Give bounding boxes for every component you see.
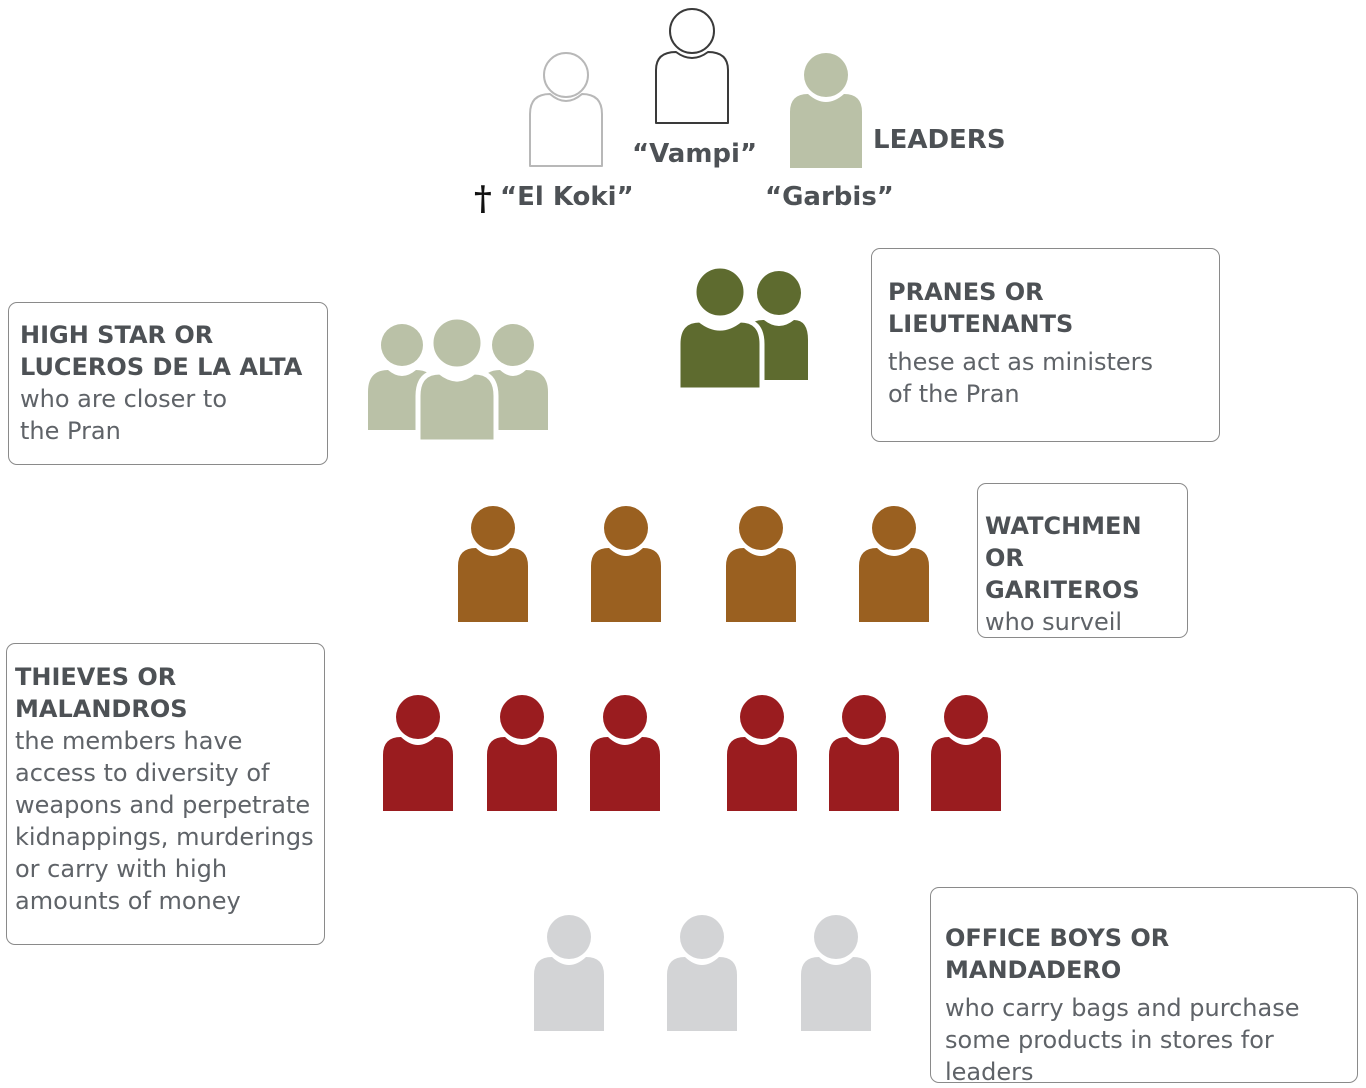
desc-line: kidnappings, murderings <box>15 823 314 851</box>
desc-line: of the Pran <box>888 380 1020 408</box>
vampi-name: “Vampi” <box>632 139 758 169</box>
thief-person-icon <box>487 695 557 811</box>
watchman-person-icon <box>726 506 796 622</box>
high-star-title: HIGH STAR OR LUCEROS DE LA ALTA <box>20 319 317 383</box>
office-boys-box: OFFICE BOYS OR MANDADERO who carry bags … <box>930 887 1358 1086</box>
el-koki-person-icon <box>529 52 603 167</box>
title-line: LUCEROS DE LA ALTA <box>20 353 303 381</box>
garbis-person-icon <box>790 53 862 168</box>
desc-line: these act as ministers <box>888 348 1154 376</box>
desc-line: weapons and perpetrate <box>15 791 311 819</box>
desc-line: the Pran <box>20 417 121 445</box>
thief-person-icon <box>829 695 899 811</box>
leaders-heading: LEADERS <box>873 125 1006 155</box>
thieves-title: THIEVES OR MALANDROS <box>15 661 318 725</box>
title-line: HIGH STAR OR <box>20 321 214 349</box>
thief-person-icon <box>931 695 1001 811</box>
thief-person-icon <box>590 695 660 811</box>
desc-line: the members have <box>15 727 243 755</box>
desc-line: access to diversity of <box>15 759 270 787</box>
thieves-box: THIEVES OR MALANDROS the members have ac… <box>6 643 325 945</box>
title-line: LIEUTENANTS <box>888 310 1074 338</box>
watchmen-box: WATCHMEN OR GARITEROS who surveil <box>977 483 1188 638</box>
desc-line: or carry with high <box>15 855 228 883</box>
pranes-box: PRANES OR LIEUTENANTS these act as minis… <box>871 248 1220 442</box>
office-boys-title: OFFICE BOYS OR MANDADERO <box>945 922 1353 986</box>
title-line: PRANES OR <box>888 278 1044 306</box>
pranes-group-icon <box>676 263 808 390</box>
watchman-person-icon <box>458 506 528 622</box>
office-boys-description: who carry bags and purchase some product… <box>945 992 1353 1088</box>
pranes-title: PRANES OR LIEUTENANTS <box>888 276 1207 340</box>
desc-line: amounts of money <box>15 887 241 915</box>
thief-person-icon <box>383 695 453 811</box>
watchman-person-icon <box>859 506 929 622</box>
thief-person-icon <box>727 695 797 811</box>
thieves-description: the members have access to diversity of … <box>15 725 318 917</box>
office-boy-person-icon <box>667 915 737 1031</box>
desc-line: who surveil <box>985 608 1123 636</box>
garbis-name: “Garbis” <box>765 182 894 212</box>
high-star-description: who are closer to the Pran <box>20 383 317 447</box>
watchman-person-icon <box>591 506 661 622</box>
title-line: OFFICE BOYS OR MANDADERO <box>945 924 1170 984</box>
desc-line: who carry bags and purchase <box>945 994 1300 1022</box>
vampi-person-icon <box>655 8 729 124</box>
title-line: THIEVES OR <box>15 663 177 691</box>
watchmen-description: who surveil <box>985 606 1179 638</box>
dagger-icon: † <box>474 179 492 219</box>
watchmen-title: WATCHMEN OR GARITEROS <box>985 510 1179 606</box>
title-line: MALANDROS <box>15 695 188 723</box>
title-line: OR GARITEROS <box>985 544 1140 604</box>
desc-line: some products in stores for <box>945 1026 1274 1054</box>
desc-line: who are closer to <box>20 385 227 413</box>
pranes-description: these act as ministers of the Pran <box>888 346 1207 410</box>
high-star-group-icon <box>368 314 548 444</box>
office-boy-person-icon <box>534 915 604 1031</box>
office-boy-person-icon <box>801 915 871 1031</box>
high-star-box: HIGH STAR OR LUCEROS DE LA ALTA who are … <box>8 302 328 465</box>
title-line: WATCHMEN <box>985 512 1142 540</box>
desc-line: leaders <box>945 1058 1034 1086</box>
el-koki-name: “El Koki” <box>500 182 634 212</box>
